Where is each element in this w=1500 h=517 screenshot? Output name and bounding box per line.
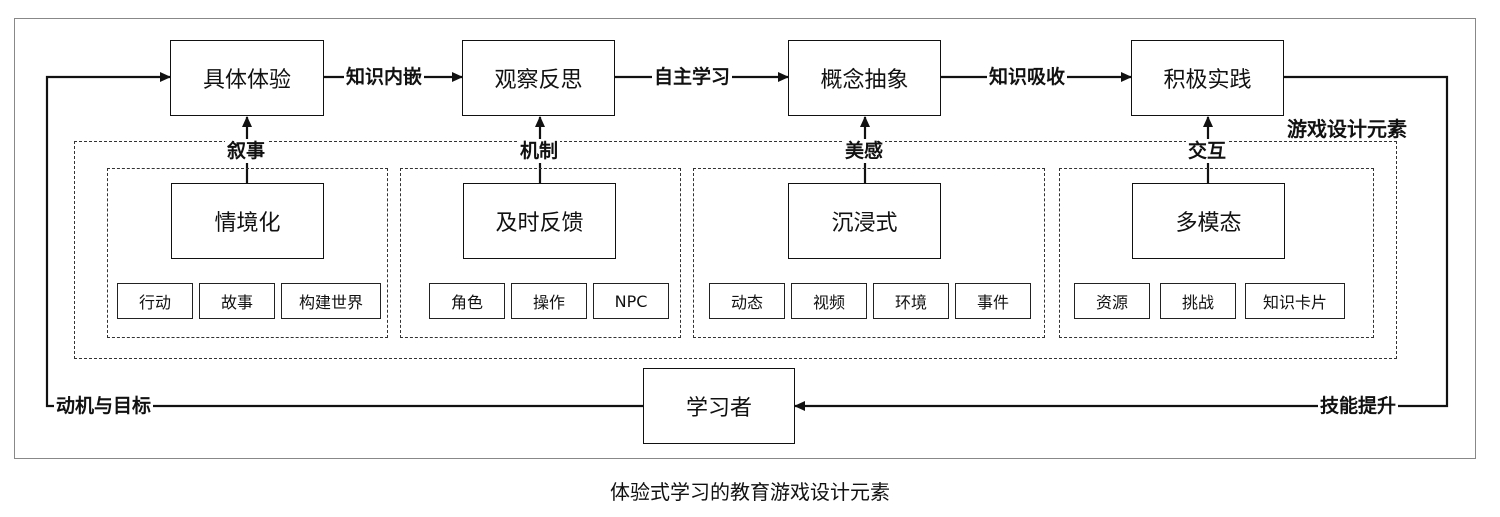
- stage-concrete-experience: 具体体验: [170, 40, 324, 116]
- skill-improvement-label: 技能提升: [1318, 394, 1399, 418]
- item-box: 角色: [429, 283, 505, 319]
- game-design-elements-container: [74, 141, 1397, 359]
- connector-label-narrative: 叙事: [225, 139, 268, 163]
- stage-active-experimentation: 积极实践: [1131, 40, 1284, 116]
- connector-label-aesthetics: 美感: [843, 139, 886, 163]
- item-box: 视频: [791, 283, 867, 319]
- item-box: 资源: [1074, 283, 1150, 319]
- group-container-mechanics: [400, 168, 681, 338]
- motivation-goal-label: 动机与目标: [54, 394, 154, 418]
- transition-label-3: 知识吸收: [987, 65, 1068, 89]
- group-container-narrative: [107, 168, 388, 338]
- group-main-timely-feedback: 及时反馈: [463, 183, 616, 259]
- stage-abstract-conceptualization: 概念抽象: [788, 40, 941, 116]
- item-box: 事件: [955, 283, 1031, 319]
- item-box: 动态: [709, 283, 785, 319]
- item-box: 构建世界: [281, 283, 381, 319]
- group-container-aesthetics: [693, 168, 1045, 338]
- connector-label-interaction: 交互: [1186, 139, 1229, 163]
- group-main-multimodal: 多模态: [1132, 183, 1285, 259]
- item-box: 知识卡片: [1245, 283, 1345, 319]
- item-box: 行动: [117, 283, 193, 319]
- group-main-contextualization: 情境化: [171, 183, 324, 259]
- transition-label-2: 自主学习: [652, 65, 733, 89]
- figure-caption: 体验式学习的教育游戏设计元素: [610, 480, 890, 504]
- item-box: NPC: [593, 283, 669, 319]
- group-container-interaction: [1059, 168, 1374, 338]
- stage-reflective-observation: 观察反思: [462, 40, 615, 116]
- item-box: 环境: [873, 283, 949, 319]
- connector-label-mechanics: 机制: [518, 139, 561, 163]
- item-box: 故事: [199, 283, 275, 319]
- elements-title: 游戏设计元素: [1285, 117, 1409, 141]
- transition-label-1: 知识内嵌: [344, 65, 425, 89]
- item-box: 操作: [511, 283, 587, 319]
- item-box: 挑战: [1160, 283, 1236, 319]
- diagram-frame: [14, 18, 1476, 459]
- learner-box: 学习者: [643, 368, 795, 444]
- group-main-immersive: 沉浸式: [788, 183, 941, 259]
